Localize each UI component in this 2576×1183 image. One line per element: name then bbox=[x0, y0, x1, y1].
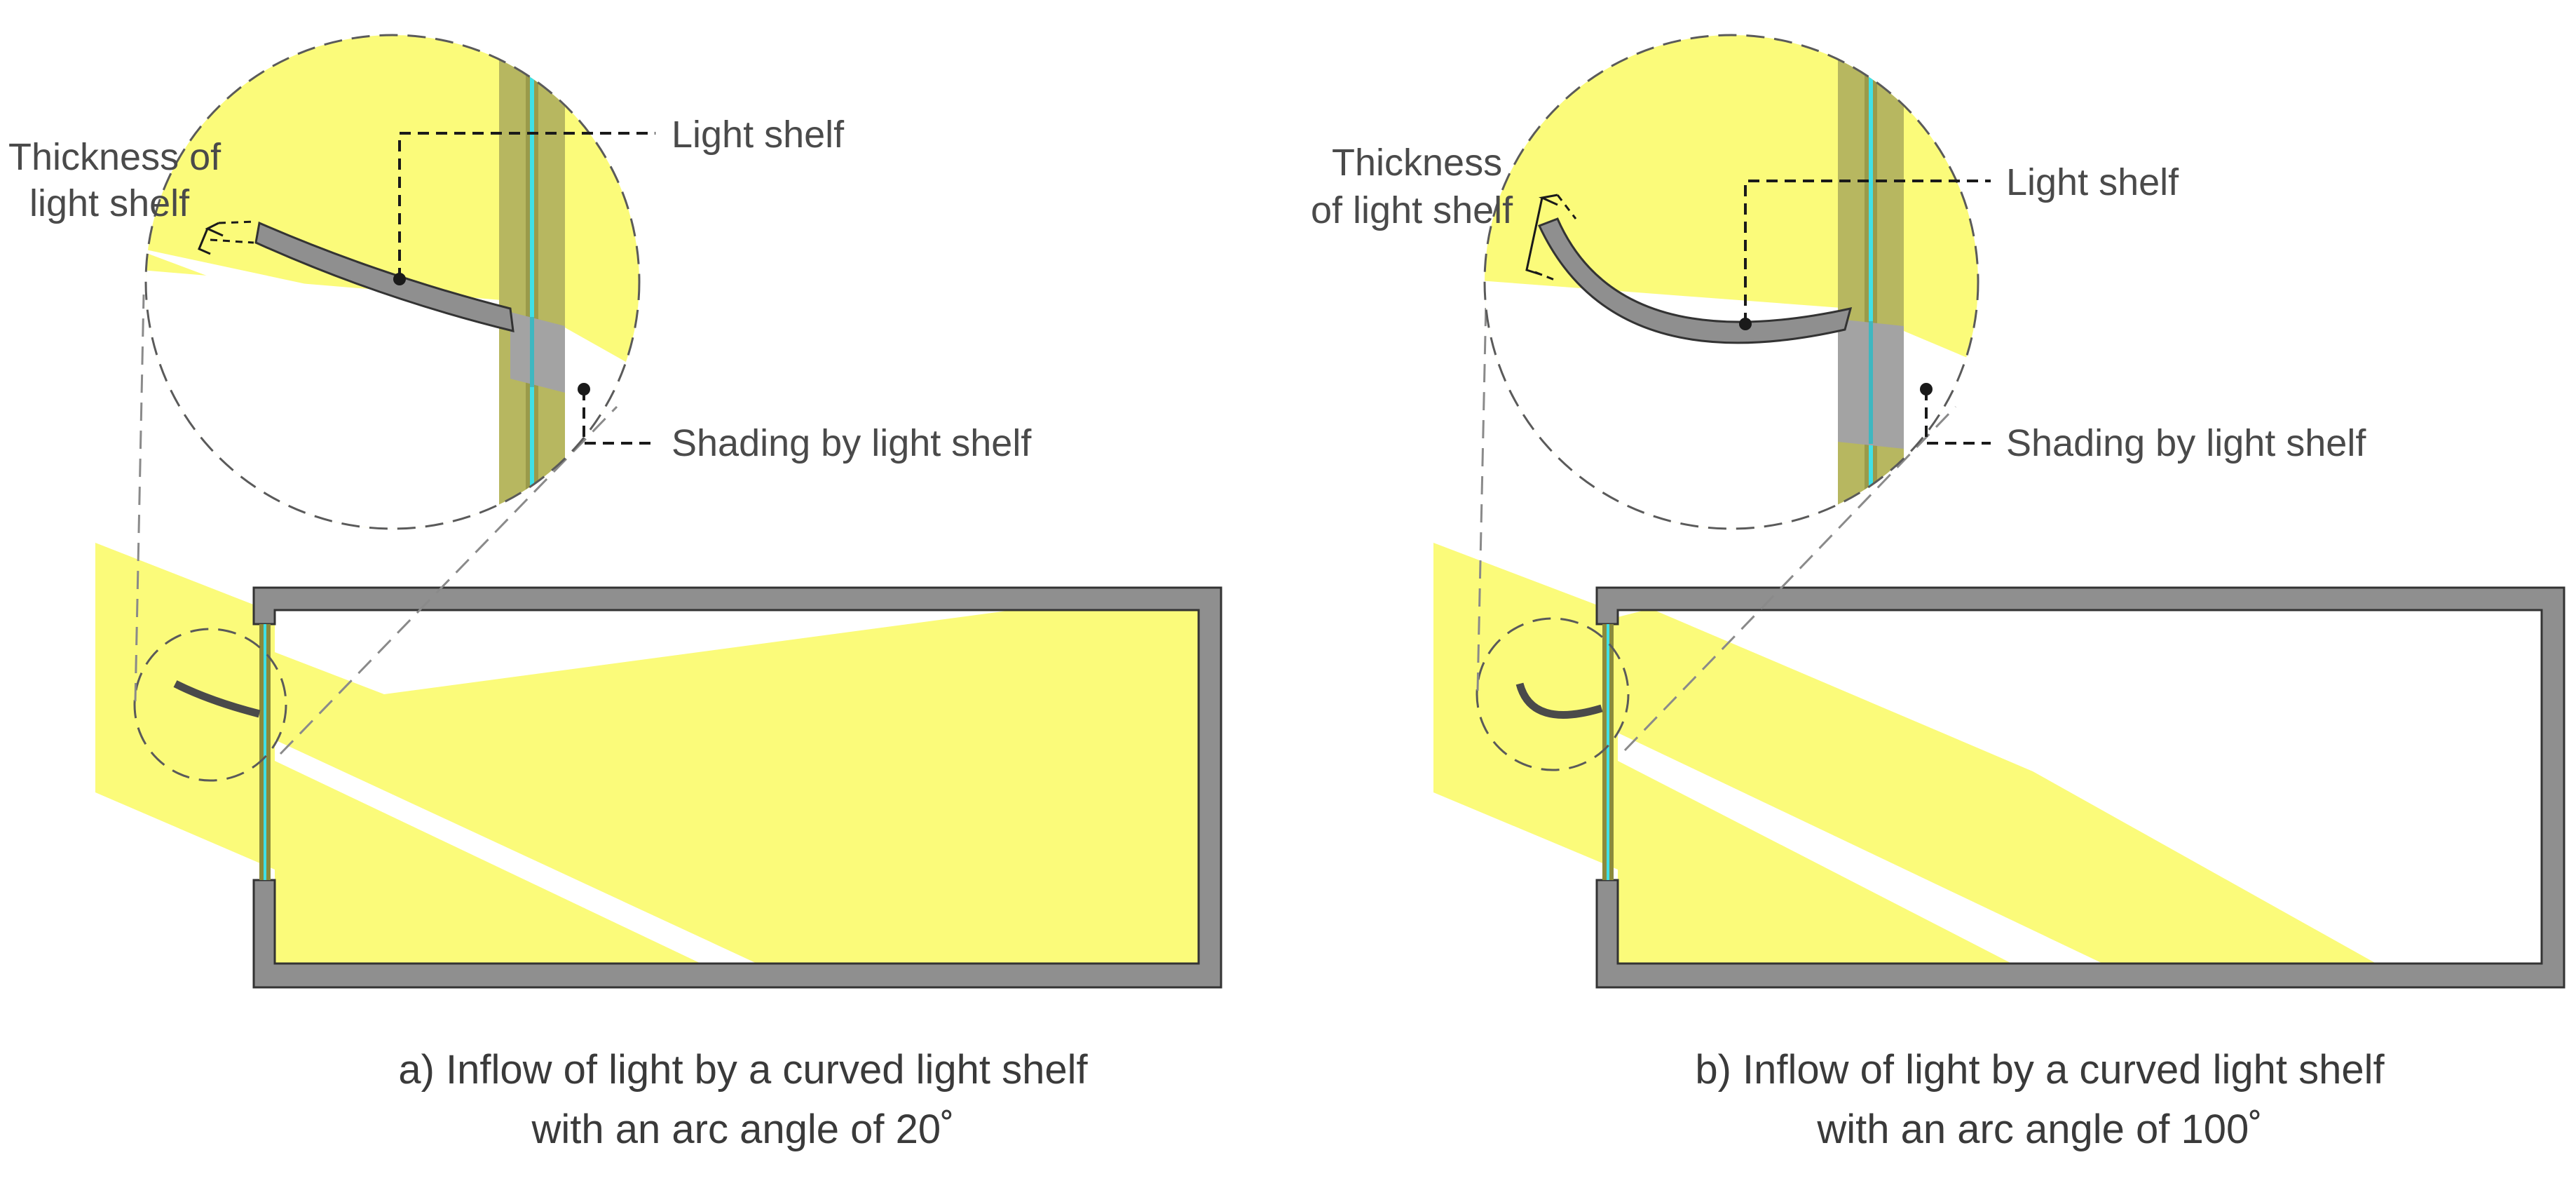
zoom-glass bbox=[1869, 35, 1873, 529]
zoom-circle-small bbox=[1476, 617, 1630, 771]
zoom-glass-shaded bbox=[530, 317, 534, 387]
panel-a: Light shelf Thickness of light shelf Sha… bbox=[8, 34, 1222, 1152]
room-walls bbox=[1595, 586, 2565, 989]
interior-light-upper bbox=[275, 609, 1210, 964]
interior-light-lower bbox=[1618, 761, 2012, 964]
zoom-wall-right bbox=[538, 35, 565, 529]
thickness-label-line2: light shelf bbox=[29, 182, 190, 224]
zoom-window-shading bbox=[510, 312, 565, 393]
light-shelf-leader bbox=[398, 132, 655, 279]
exterior-light-band bbox=[95, 543, 275, 870]
shading-leader bbox=[582, 389, 655, 445]
exterior-light-band bbox=[1433, 543, 1618, 870]
zoom-glass bbox=[530, 35, 534, 529]
light-shelf-leader bbox=[1744, 180, 1991, 324]
zoom-circle-large bbox=[144, 34, 641, 530]
thickness-label-line2: of light shelf bbox=[1311, 189, 1513, 231]
caption-a-line2: with an arc angle of 20˚ bbox=[531, 1107, 955, 1152]
caption-b-line2: with an arc angle of 100˚ bbox=[1816, 1107, 2262, 1152]
light-shelf-label: Light shelf bbox=[2006, 161, 2179, 203]
window-glass bbox=[264, 624, 266, 880]
zoom-shade-wedge-inner bbox=[146, 245, 519, 393]
thickness-label-line1: Thickness of bbox=[8, 136, 222, 178]
zoom-connector-right bbox=[1623, 405, 1957, 752]
interior-light-upper bbox=[1618, 609, 2376, 964]
shading-leader bbox=[1925, 389, 1991, 445]
light-shelf-small bbox=[1515, 682, 1603, 719]
light-shelf-large bbox=[254, 221, 514, 332]
zoom-circle-large bbox=[1483, 34, 1979, 530]
light-shelf-large bbox=[1537, 217, 1853, 344]
light-shelf-small bbox=[173, 680, 261, 718]
light-shelf-label: Light shelf bbox=[672, 114, 845, 156]
thickness-leader-top bbox=[218, 220, 257, 224]
room-walls bbox=[252, 586, 1222, 989]
zoom-connector-right bbox=[279, 405, 618, 755]
zoom-connector-left bbox=[134, 294, 145, 702]
caption-a-line1: a) Inflow of light by a curved light she… bbox=[398, 1047, 1088, 1093]
zoom-wall-left bbox=[1838, 35, 1865, 529]
shading-label: Shading by light shelf bbox=[2006, 422, 2366, 464]
panel-b: Light shelf Thickness of light shelf Sha… bbox=[1311, 34, 2565, 1152]
zoom-wall-left bbox=[499, 35, 526, 529]
thickness-leader-bottom bbox=[1534, 271, 1557, 282]
window-glass bbox=[1607, 624, 1609, 880]
thickness-leader-top bbox=[1556, 194, 1577, 219]
interior-light-lower bbox=[275, 761, 701, 964]
zoom-wall-right bbox=[1877, 35, 1904, 529]
shading-label: Shading by light shelf bbox=[672, 422, 1032, 464]
zoom-glass-shaded bbox=[1869, 321, 1873, 444]
zoom-circle-small bbox=[133, 628, 287, 782]
thickness-bracket bbox=[198, 222, 224, 255]
thickness-label-line1: Thickness bbox=[1332, 142, 1502, 184]
zoom-connector-left bbox=[1476, 301, 1487, 691]
caption-b-line1: b) Inflow of light by a curved light she… bbox=[1695, 1047, 2385, 1093]
